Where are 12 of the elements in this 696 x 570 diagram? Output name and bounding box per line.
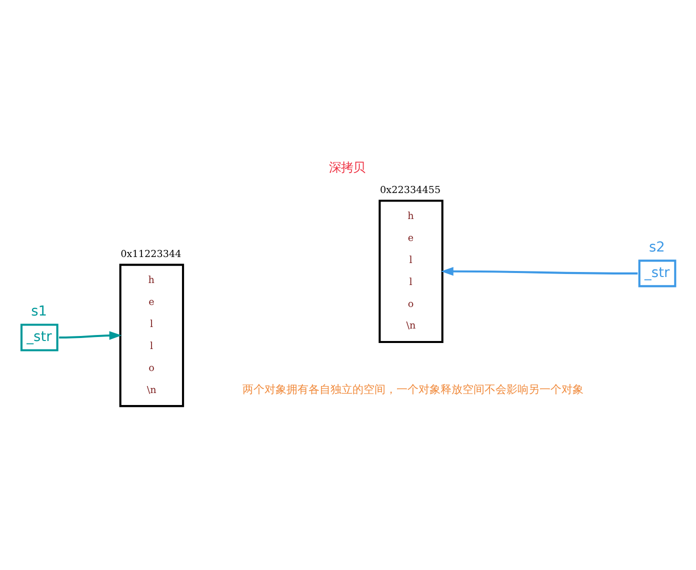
node-box: h e l l o \n [119, 263, 184, 407]
label: 两个对象拥有各自独立的空间，一个对象释放空间不会影响另一个对象 [242, 382, 584, 396]
node-label: s2 [649, 238, 665, 255]
node-label: s1 [31, 302, 48, 319]
node-label: 0x22334455 [380, 184, 441, 196]
node-label: 0x11223344 [120, 248, 182, 260]
node-box: _str [20, 323, 58, 351]
diagram-title: 深拷贝 [329, 158, 366, 174]
arrow [440, 266, 638, 276]
node-box: h e l l o \n [378, 199, 444, 343]
arrow [59, 330, 122, 340]
node-box: _str [638, 259, 676, 287]
